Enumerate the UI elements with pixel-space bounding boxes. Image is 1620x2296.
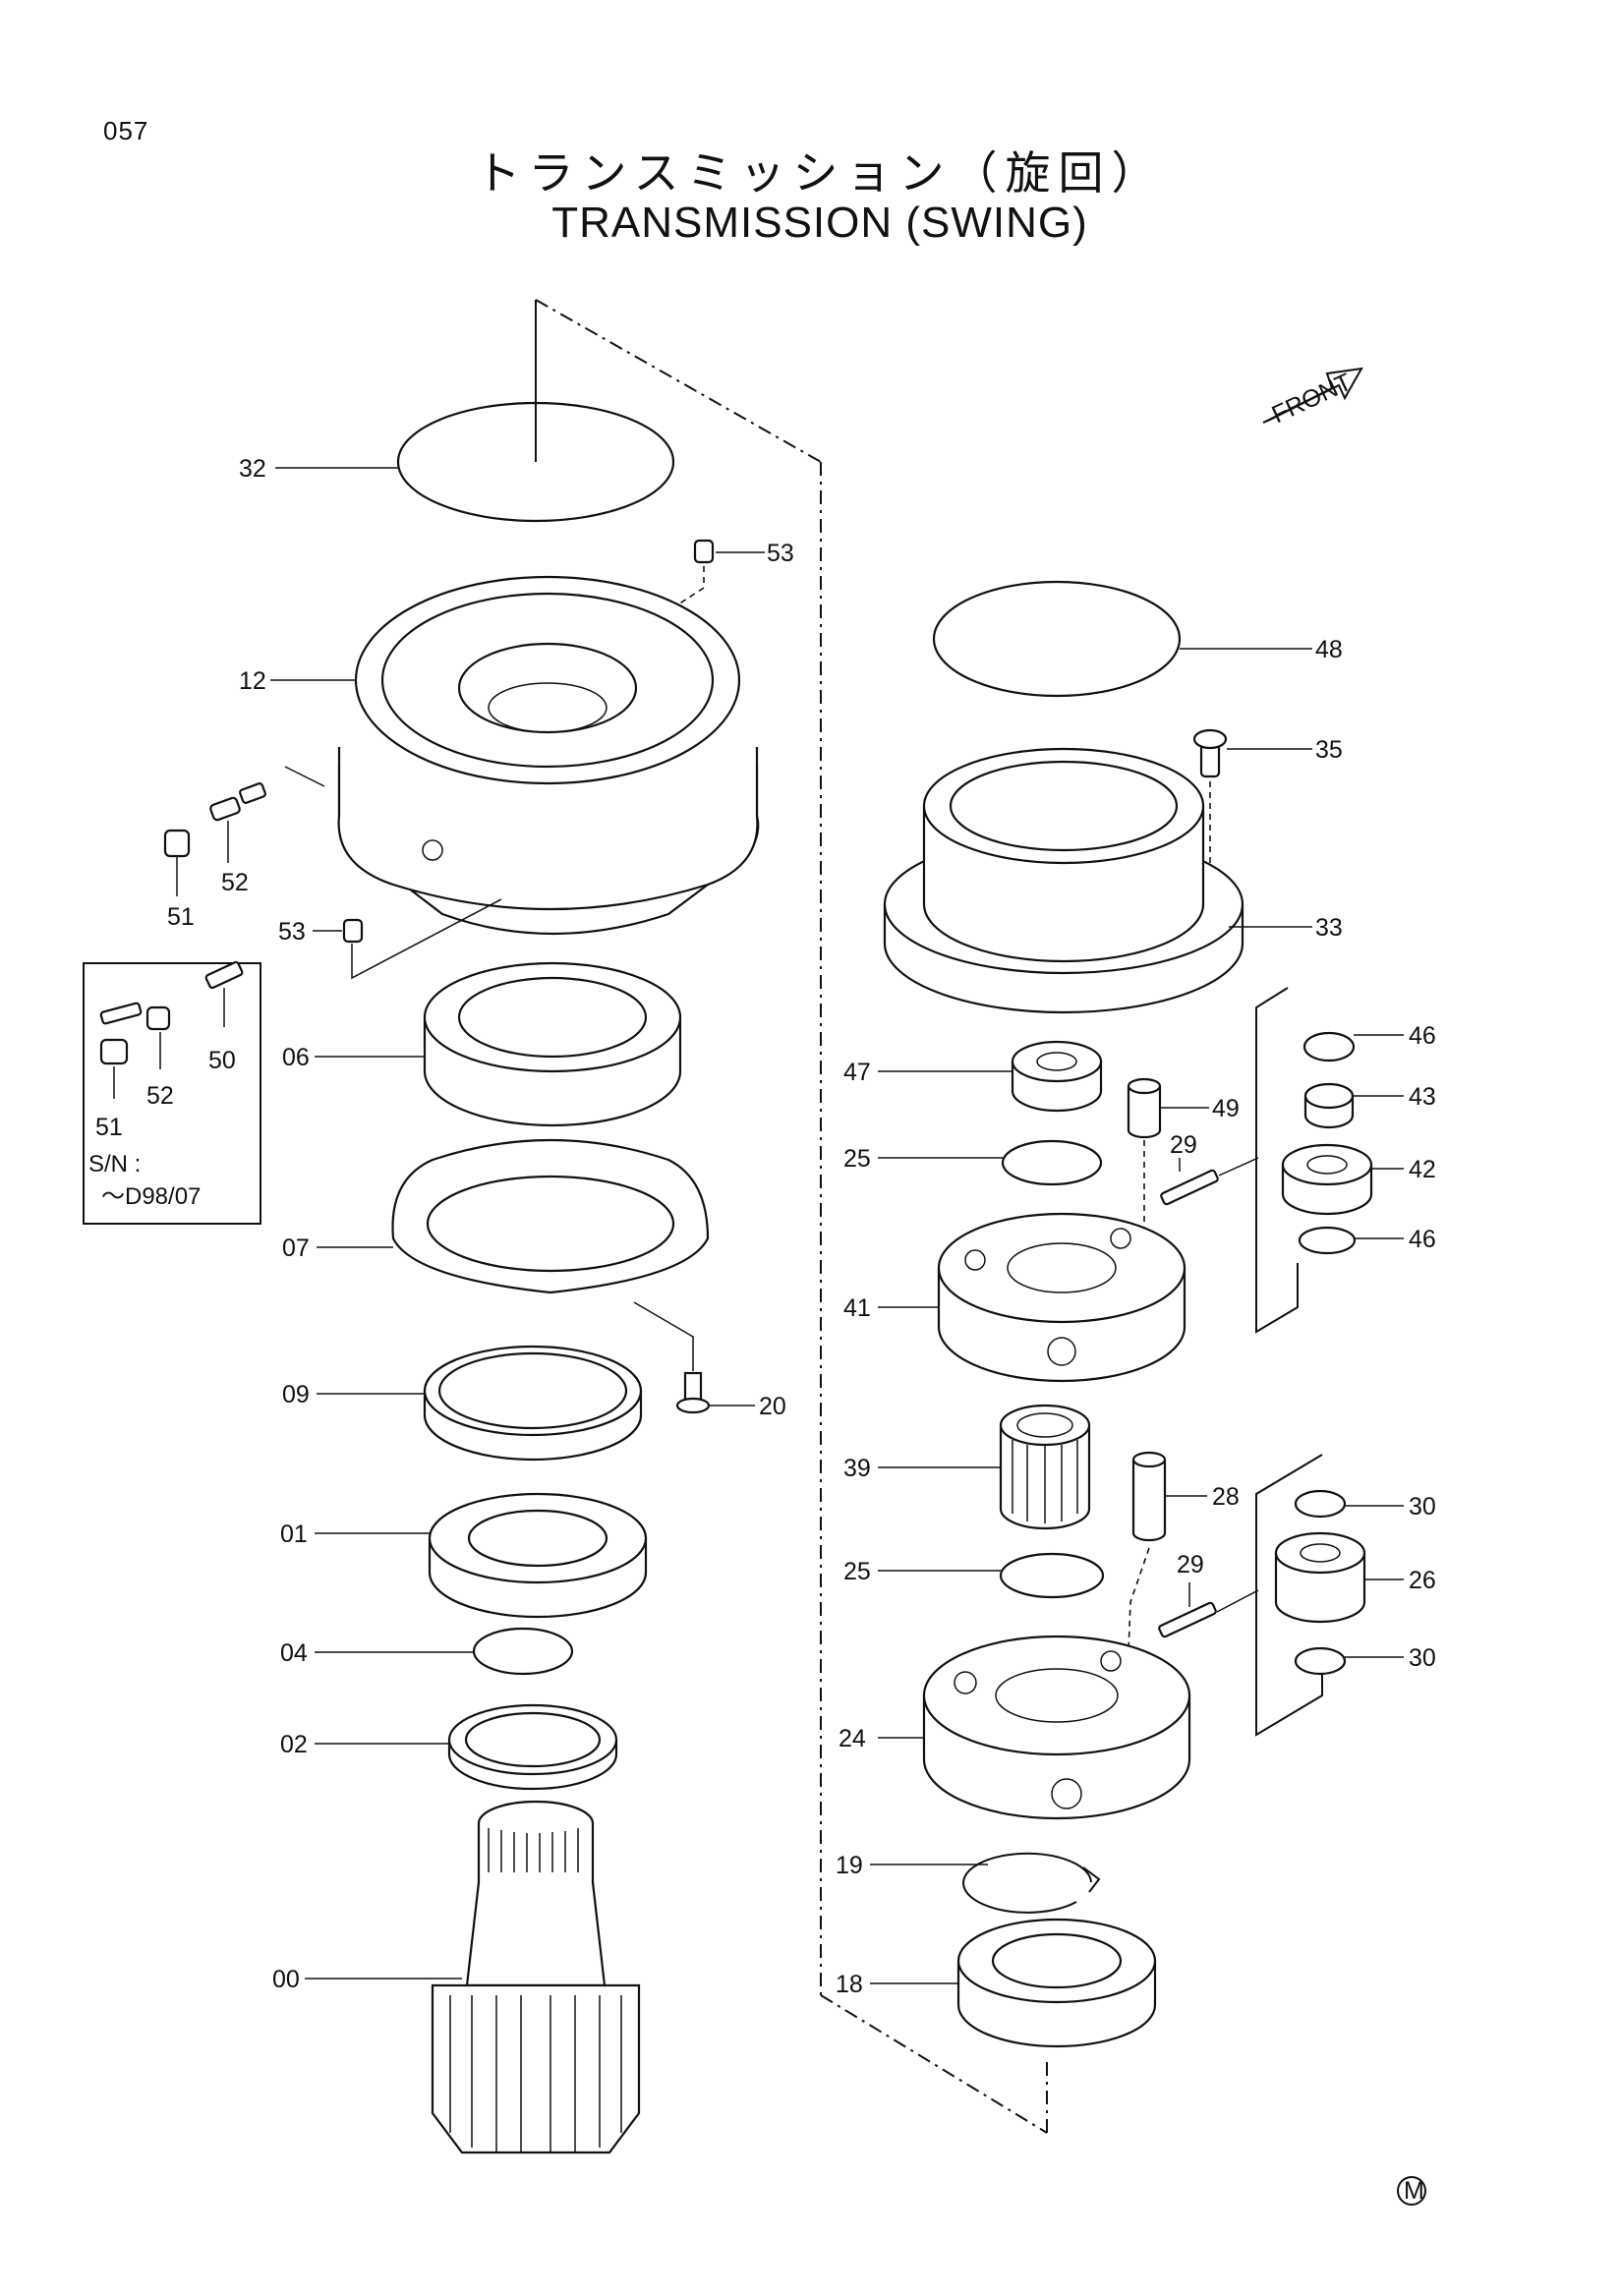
label-46-upper: 46 bbox=[1409, 1022, 1436, 1050]
label-49: 49 bbox=[1212, 1095, 1240, 1122]
part-33-ring-gear bbox=[883, 747, 1244, 1014]
part-29-pin-lower bbox=[1158, 1601, 1217, 1638]
part-51-plug-upper bbox=[163, 829, 191, 858]
label-29-lower: 29 bbox=[1177, 1551, 1204, 1578]
part-26-planet-gear bbox=[1274, 1531, 1366, 1624]
part-49-pin bbox=[1127, 1077, 1162, 1139]
part-01-ring bbox=[428, 1492, 648, 1619]
part-24-carrier bbox=[922, 1635, 1191, 1820]
serial-note-line1: S/N : bbox=[88, 1151, 141, 1177]
part-18-bearing bbox=[956, 1918, 1157, 2048]
part-41-carrier bbox=[937, 1212, 1186, 1383]
label-52-upper: 52 bbox=[221, 869, 249, 896]
front-label: FRONT bbox=[1268, 369, 1357, 430]
serial-note-box: 50 52 51 S/N : ～D98/07 bbox=[83, 960, 261, 1225]
label-43: 43 bbox=[1409, 1083, 1436, 1111]
front-arrow-icon: FRONT bbox=[1262, 367, 1363, 430]
label-41: 41 bbox=[843, 1294, 871, 1322]
title-japanese: トランスミッション（旋回） bbox=[475, 146, 1165, 200]
label-48: 48 bbox=[1315, 636, 1343, 663]
part-47-sun-gear bbox=[1011, 1040, 1103, 1113]
label-12: 12 bbox=[239, 667, 266, 695]
label-47: 47 bbox=[843, 1059, 871, 1086]
label-18: 18 bbox=[836, 1971, 863, 1998]
label-09: 09 bbox=[282, 1381, 310, 1408]
part-28-pin bbox=[1131, 1451, 1167, 1542]
part-19-snap-ring bbox=[962, 1852, 1101, 1914]
part-12-housing bbox=[337, 575, 760, 936]
part-39-gear bbox=[999, 1404, 1091, 1530]
part-53-plug bbox=[693, 539, 715, 564]
label-06: 06 bbox=[282, 1044, 310, 1071]
label-52-inset: 52 bbox=[146, 1082, 174, 1110]
label-04: 04 bbox=[280, 1639, 308, 1667]
label-02: 02 bbox=[280, 1731, 308, 1758]
m-mark-icon: M bbox=[1397, 2176, 1426, 2206]
label-01: 01 bbox=[280, 1521, 308, 1548]
part-30-washer-upper bbox=[1294, 1489, 1347, 1519]
part-46-snap-ring-upper bbox=[1302, 1031, 1356, 1062]
label-00: 00 bbox=[272, 1966, 300, 1993]
page-number: 057 bbox=[103, 116, 149, 145]
part-25-thrust-plate-lower bbox=[999, 1552, 1105, 1599]
label-20: 20 bbox=[759, 1393, 786, 1420]
part-46-washer-lower bbox=[1298, 1226, 1357, 1255]
part-52-fitting-upper bbox=[209, 782, 266, 822]
title-english: TRANSMISSION (SWING) bbox=[551, 199, 1088, 247]
label-25-upper: 25 bbox=[843, 1145, 871, 1173]
label-29-upper: 29 bbox=[1170, 1131, 1197, 1159]
label-28: 28 bbox=[1212, 1483, 1240, 1511]
label-42: 42 bbox=[1409, 1156, 1436, 1183]
label-19: 19 bbox=[836, 1852, 863, 1879]
label-32: 32 bbox=[239, 455, 266, 483]
part-53-plug-lower bbox=[342, 918, 364, 944]
part-02-ring bbox=[447, 1703, 618, 1791]
part-42-planet-gear bbox=[1281, 1143, 1373, 1216]
mark-text: M bbox=[1404, 2177, 1424, 2205]
part-09-seal bbox=[423, 1345, 643, 1462]
part-04-o-ring bbox=[472, 1627, 574, 1676]
label-33: 33 bbox=[1315, 914, 1343, 942]
label-50: 50 bbox=[208, 1047, 236, 1074]
part-06-bearing bbox=[423, 961, 682, 1127]
label-53-lower: 53 bbox=[278, 918, 306, 946]
part-29-pin-upper bbox=[1160, 1169, 1219, 1206]
label-25-lower: 25 bbox=[843, 1558, 871, 1585]
part-43-needle-bearing bbox=[1303, 1082, 1355, 1129]
part-25-thrust-plate-upper bbox=[1001, 1139, 1103, 1186]
label-51-inset: 51 bbox=[95, 1114, 123, 1141]
part-48-o-ring bbox=[932, 580, 1182, 698]
part-00-shaft bbox=[431, 1800, 641, 2154]
label-26: 26 bbox=[1409, 1567, 1436, 1594]
label-35: 35 bbox=[1315, 736, 1343, 764]
label-07: 07 bbox=[282, 1234, 310, 1262]
part-30-washer-lower bbox=[1294, 1646, 1347, 1676]
serial-note-line2: ～D98/07 bbox=[101, 1183, 201, 1210]
label-53-top: 53 bbox=[767, 540, 794, 567]
label-30-lower: 30 bbox=[1409, 1644, 1436, 1672]
label-46-lower: 46 bbox=[1409, 1226, 1436, 1253]
label-24: 24 bbox=[839, 1725, 866, 1752]
label-51-upper: 51 bbox=[167, 903, 195, 931]
label-39: 39 bbox=[843, 1455, 871, 1482]
part-07-cover bbox=[391, 1138, 710, 1294]
label-30-upper: 30 bbox=[1409, 1493, 1436, 1521]
